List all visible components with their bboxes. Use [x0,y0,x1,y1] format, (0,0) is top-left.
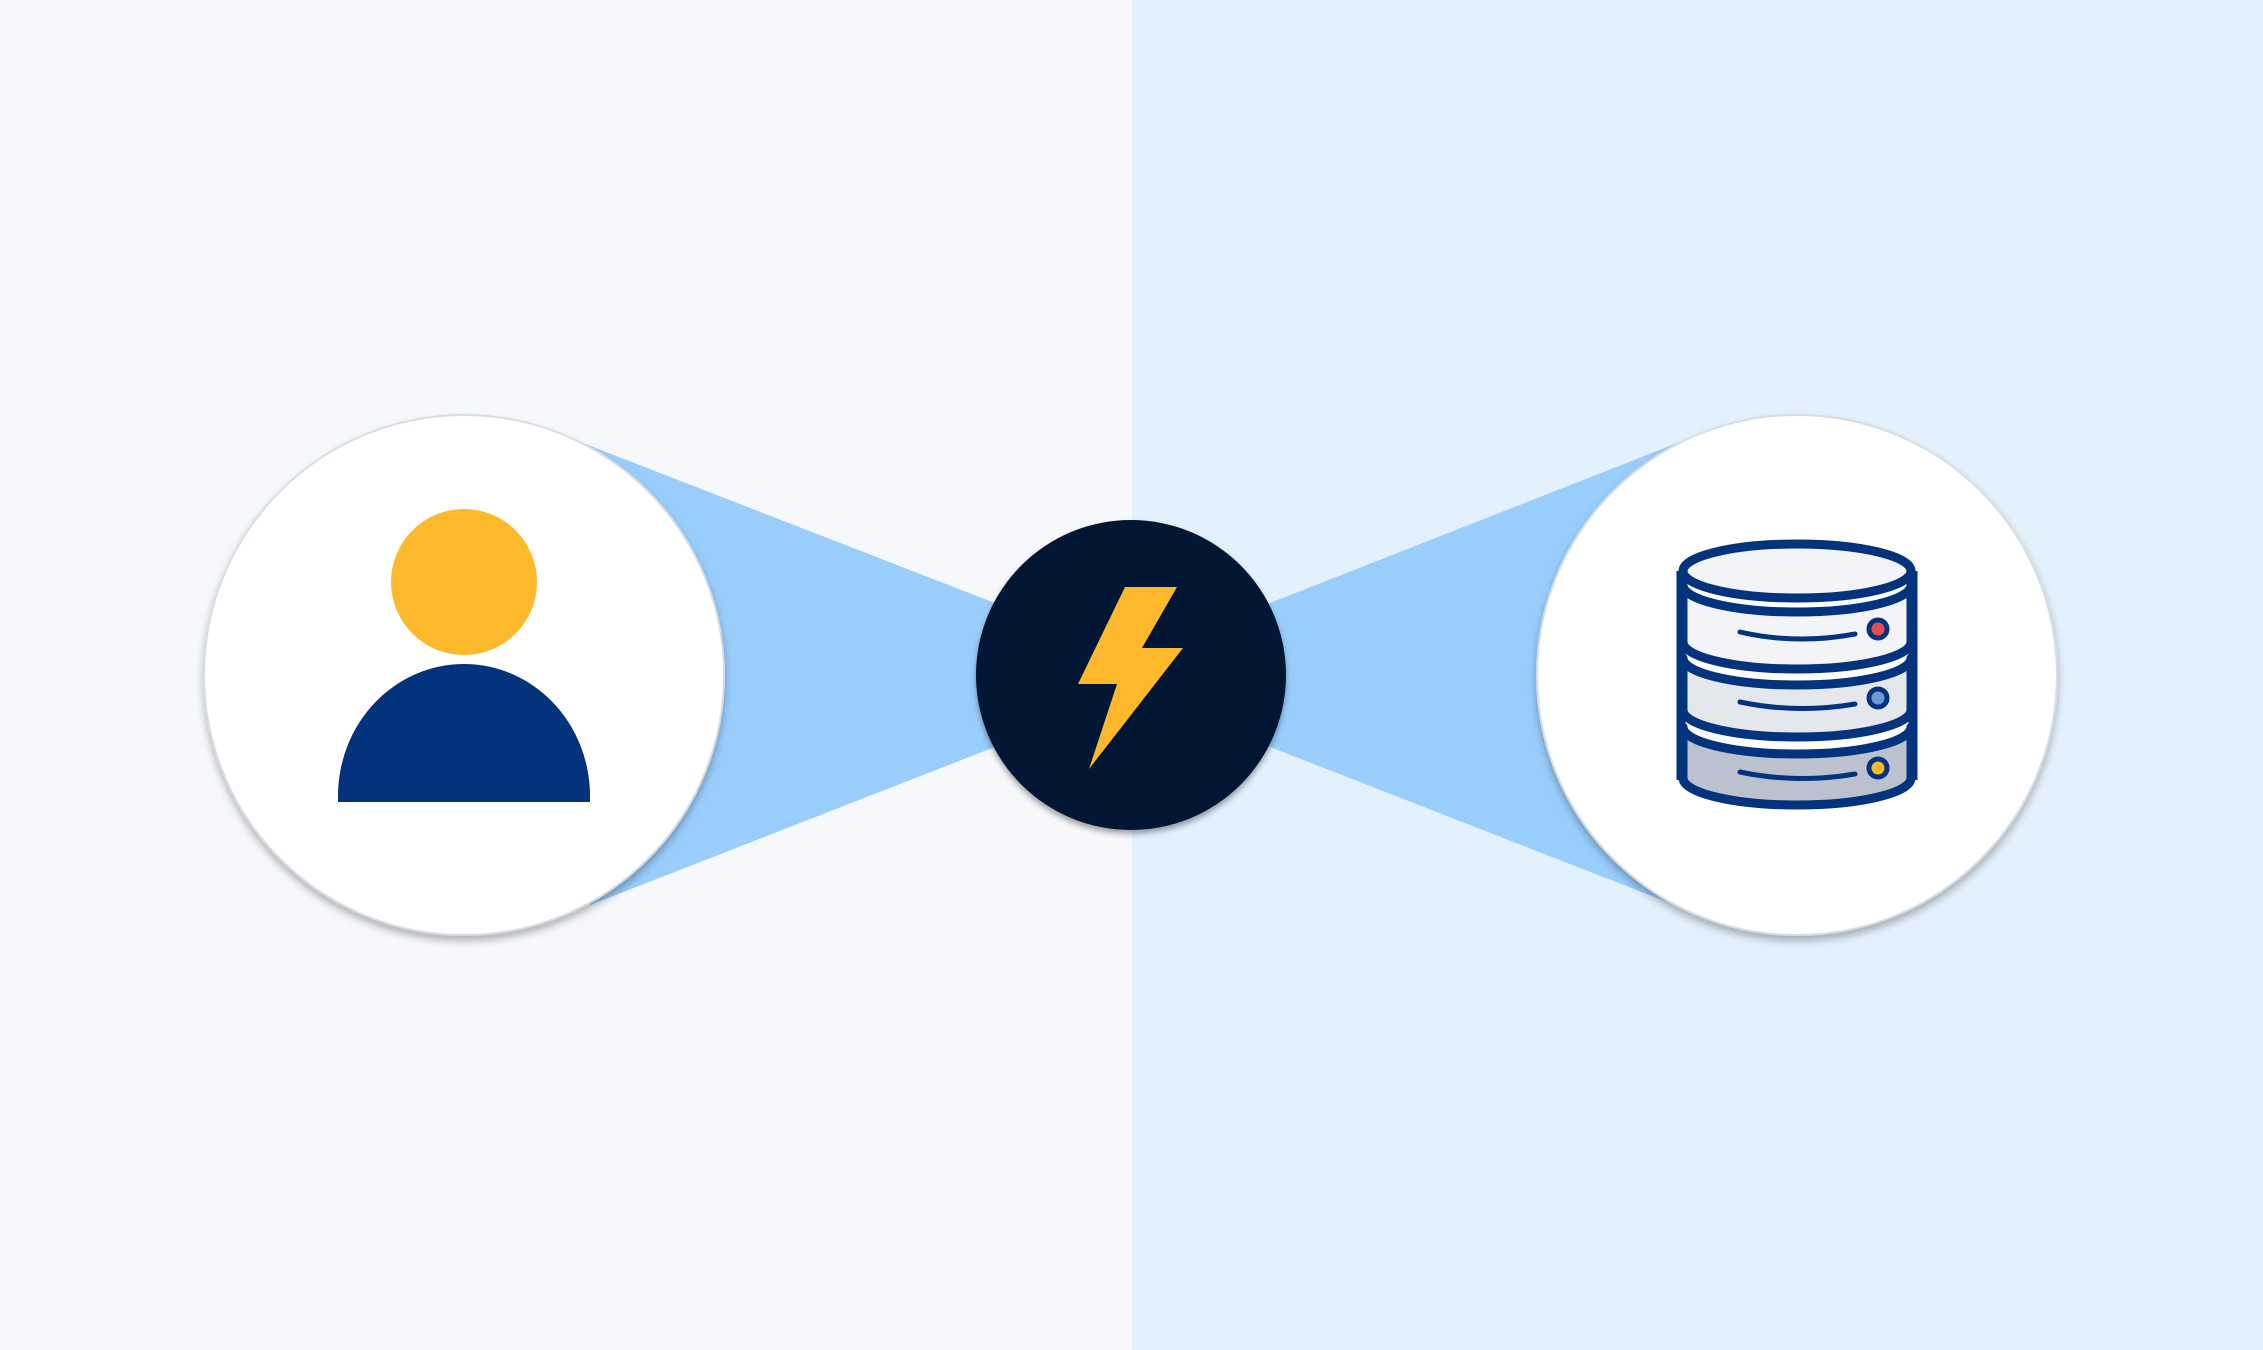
database-node [1536,414,2058,936]
database-icon [1676,539,1918,810]
hub-node [976,520,1286,830]
user-icon [338,509,590,802]
user-node [203,414,725,936]
status-led-red [1866,617,1890,641]
status-led-yellow [1866,756,1890,780]
status-led-blue [1866,686,1890,710]
lightning-bolt-icon [1078,587,1183,769]
